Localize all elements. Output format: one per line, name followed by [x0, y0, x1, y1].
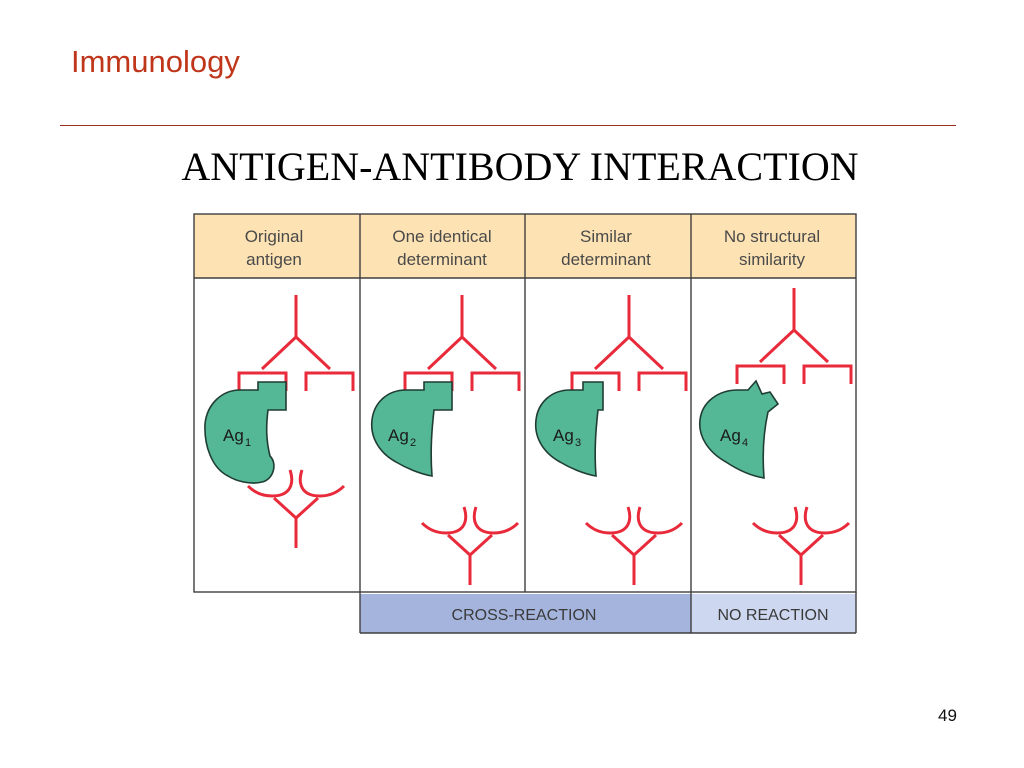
- page-number: 49: [938, 706, 957, 725]
- antigen-subscript-ag3: 3: [575, 437, 581, 449]
- antigen-subscript-ag4: 4: [742, 437, 748, 449]
- no-reaction-label: NO REACTION: [717, 607, 828, 624]
- antigen-label-ag3: Ag: [553, 426, 574, 445]
- antigen-ag4-shape: [699, 379, 780, 479]
- no-reaction-band: NO REACTION: [691, 594, 856, 633]
- antigen-label-ag2: Ag: [388, 426, 409, 445]
- column-header-similar-line1: Similar: [580, 227, 632, 246]
- course-title: Immunology: [71, 44, 240, 79]
- diagram-frame: [193, 213, 857, 634]
- antigen-ag1-shape: [204, 381, 287, 484]
- column-original-antigen: Original antigen Ag 1: [204, 227, 355, 550]
- cross-reaction-label: CROSS-REACTION: [452, 607, 597, 624]
- antigen-ag3-shape: [534, 381, 604, 477]
- column-header-original-line1: Original: [245, 227, 304, 246]
- antigen-subscript-ag1: 1: [245, 437, 251, 449]
- column-header-nosim-line1: No structural: [724, 227, 820, 246]
- antigen-label-ag4: Ag: [720, 426, 741, 445]
- column-header-identical-line2: determinant: [397, 250, 487, 269]
- column-no-structural-similarity: No structural similarity Ag 4: [699, 227, 853, 587]
- column-header-original-line2: antigen: [246, 250, 302, 269]
- column-one-identical-determinant: One identical determinant Ag 2: [370, 227, 521, 587]
- antibody-upper-col3: [570, 293, 688, 393]
- antibody-lower-col2: [420, 505, 520, 587]
- slide-heading: ANTIGEN-ANTIBODY INTERACTION: [181, 144, 859, 189]
- antibody-upper-col4: [735, 286, 853, 386]
- column-header-nosim-line2: similarity: [739, 250, 806, 269]
- cross-reaction-band: CROSS-REACTION: [360, 594, 691, 633]
- antigen-label-ag1: Ag: [223, 426, 244, 445]
- column-header-identical-line1: One identical: [392, 227, 491, 246]
- antibody-upper-col2: [403, 293, 521, 393]
- column-header-similar-line2: determinant: [561, 250, 651, 269]
- antibody-lower-col4: [751, 505, 851, 587]
- antigen-ag2-shape: [370, 381, 453, 477]
- antibody-lower-col3: [584, 505, 684, 587]
- header-divider: [60, 125, 956, 126]
- antibody-upper-col1: [237, 293, 355, 393]
- column-similar-determinant: Similar determinant Ag 3: [534, 227, 688, 587]
- antigen-subscript-ag2: 2: [410, 437, 416, 449]
